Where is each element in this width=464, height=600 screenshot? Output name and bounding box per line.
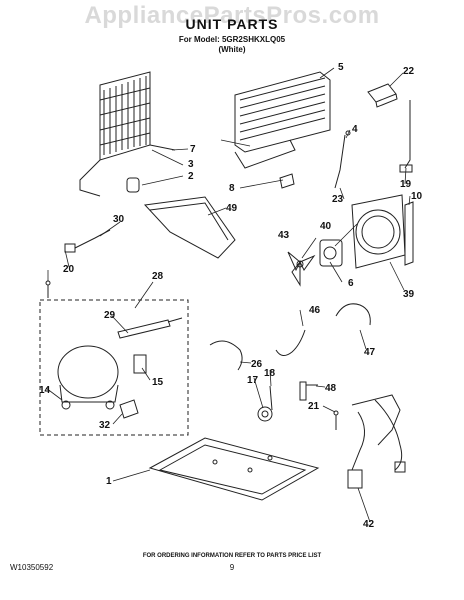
callout-42: 42 [363,519,375,530]
page-number: 9 [229,563,235,572]
drain-pan [143,196,236,259]
tube-47 [335,303,371,326]
fan-motor [319,239,343,267]
callout-21: 21 [308,401,320,412]
evaporator-coil [234,71,331,169]
callout-23: 23 [332,194,344,205]
callout-20: 20 [63,264,75,275]
callout-3: 3 [188,159,194,170]
compressor-group [39,299,189,436]
callout-10: 10 [411,191,423,202]
callout-22: 22 [403,66,415,77]
callout-30: 30 [113,214,125,225]
color-line: (White) [218,45,246,54]
callout-26: 26 [251,359,263,370]
callout-32: 32 [99,420,111,431]
callout-4: 4 [352,124,358,135]
cap-22 [367,83,398,108]
strip-10 [404,201,414,266]
condenser-coil [79,71,176,197]
callout-17: 17 [247,375,259,386]
hose-46 [275,329,306,356]
callout-19: 19 [400,179,412,190]
ordering-note: FOR ORDERING INFORMATION REFER TO PARTS … [142,553,322,559]
callout-29: 29 [104,310,116,321]
callout-46: 46 [309,305,321,316]
callout-6: 6 [348,278,354,289]
callout-2: 2 [188,171,194,182]
callout-43: 43 [278,230,290,241]
screw-21 [333,410,339,430]
callout-48: 48 [325,383,337,394]
callout-1: 1 [106,476,112,487]
callout-28: 28 [152,271,164,282]
callout-18: 18 [264,368,276,379]
sensor-19 [399,100,413,173]
cover-32 [119,399,139,419]
callout-49: 49 [226,203,238,214]
tube-26 [209,340,243,371]
base-plate [148,437,320,501]
watermark: AppliancePartsPros.com [84,2,380,29]
grommet-17 [257,406,273,422]
page-title: UNIT PARTS [185,16,279,32]
callout-7: 7 [190,144,196,155]
bracket-8 [279,173,295,189]
overload-15 [133,354,147,374]
callout-40: 40 [320,221,332,232]
screw-20 [45,280,51,298]
doc-number: W10350592 [10,563,54,572]
drier [126,177,140,193]
model-line: For Model: 5GR2SHKXLQ05 [178,35,286,44]
callout-14: 14 [39,385,51,396]
callouts: 5 22 4 7 3 2 8 19 10 23 30 49 40 43 20 2… [39,62,423,530]
callout-5: 5 [338,62,344,73]
relay-29 [117,317,183,339]
model-subtitle: For Model: 5GR2SHKXLQ05 (White) [0,35,464,55]
wire-harness [347,394,406,489]
pin-18 [269,385,273,411]
fan-blade [287,251,316,287]
wire-4 [334,130,351,189]
callout-15: 15 [152,377,164,388]
fan-shroud [351,194,406,269]
bracket-48 [299,381,318,401]
callout-47: 47 [364,347,376,358]
leader-lines [45,67,411,523]
compressor [57,345,119,410]
callout-39: 39 [403,289,415,300]
callout-8: 8 [229,183,235,194]
